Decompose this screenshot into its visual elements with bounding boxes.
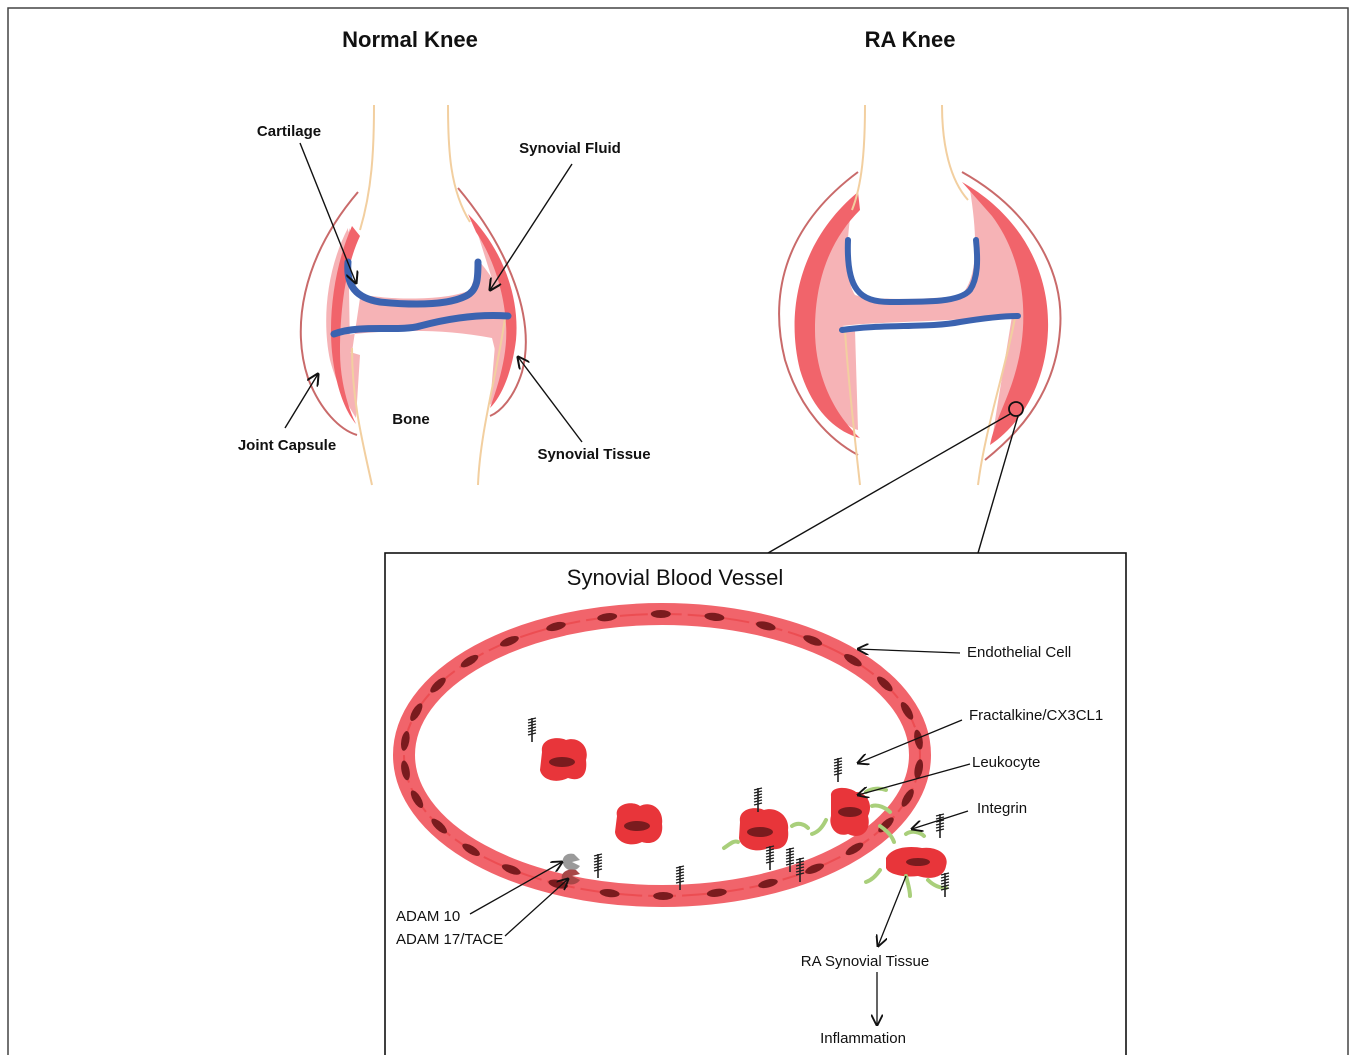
leukocyte-3: [739, 808, 788, 850]
synovial-tissue-arrow: [518, 357, 582, 442]
label-joint-capsule: Joint Capsule: [238, 437, 336, 454]
normal-knee-diagram: Normal Knee Cartilage Synovial Fluid Joi…: [238, 27, 651, 485]
ra-knee-title: RA Knee: [865, 27, 956, 52]
leukocyte-5: [886, 847, 947, 878]
label-adam10: ADAM 10: [396, 908, 460, 925]
label-synovial-fluid: Synovial Fluid: [519, 140, 621, 157]
label-adam17: ADAM 17/TACE: [396, 931, 503, 948]
label-endothelial-cell: Endothelial Cell: [967, 644, 1071, 661]
label-inflammation: Inflammation: [820, 1030, 906, 1047]
endothelial-nucleus: [651, 610, 671, 618]
leukocyte-4: [830, 788, 870, 836]
label-fractalkine: Fractalkine/CX3CL1: [969, 707, 1103, 724]
vessel-title: Synovial Blood Vessel: [567, 565, 783, 590]
endothelial-nucleus: [653, 892, 673, 900]
femur-outline: [360, 105, 374, 230]
femoral-cartilage: [348, 262, 478, 304]
label-leukocyte: Leukocyte: [972, 754, 1040, 771]
label-integrin: Integrin: [977, 800, 1027, 817]
synovial-fluid-arrow: [490, 164, 572, 290]
leukocyte-2: [615, 803, 662, 844]
label-synovial-tissue: Synovial Tissue: [537, 446, 650, 463]
label-ra-synovial-tissue: RA Synovial Tissue: [801, 953, 929, 970]
cartilage-arrow: [300, 143, 356, 283]
vessel-inset: Synovial Blood Vessel: [385, 553, 1126, 1055]
zoom-line-left: [768, 414, 1010, 553]
joint-capsule-arrow: [285, 374, 318, 428]
ra-knee-diagram: RA Knee: [768, 27, 1060, 553]
ra-femoral-cartilage: [848, 240, 977, 302]
label-bone: Bone: [392, 411, 430, 428]
label-cartilage: Cartilage: [257, 123, 321, 140]
leukocyte-1: [540, 738, 587, 781]
normal-knee-title: Normal Knee: [342, 27, 478, 52]
